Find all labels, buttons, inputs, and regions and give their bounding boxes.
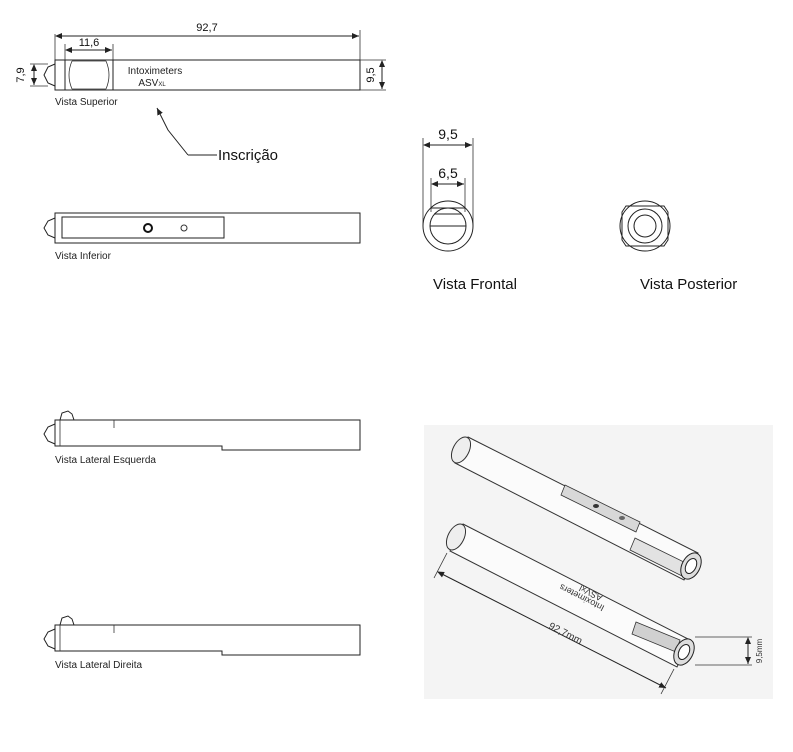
dimension-left-height: 7,9: [15, 67, 27, 82]
caption-vista-superior: Vista Superior: [55, 97, 118, 108]
dimension-right-height: 9,5: [365, 67, 377, 82]
view-lateral-esquerda: Vista Lateral Esquerda: [43, 410, 361, 466]
caption-vista-posterior: Vista Posterior: [640, 276, 737, 293]
upper-tube: [450, 436, 702, 581]
view-lateral-direita: Vista Lateral Direita: [43, 615, 361, 671]
posterior-inner-circle: [633, 214, 657, 238]
dimension-frontal-inner: 6,5: [438, 165, 458, 181]
frontal-outer-circle: [422, 200, 474, 252]
caption-vista-lateral-esquerda: Vista Lateral Esquerda: [55, 455, 156, 466]
tube-tip: [43, 63, 56, 87]
tube-body-top: [54, 59, 361, 91]
inscription-callout-arrow: [156, 107, 189, 156]
caption-vista-frontal: Vista Frontal: [433, 276, 517, 293]
hole-large: [143, 223, 153, 233]
view-inferior: Vista Inferior: [43, 212, 361, 262]
photo-diameter-label: 9,5mm: [755, 638, 764, 663]
posterior-outer-circle: [619, 200, 671, 252]
view-superior: 92,7 11,6 Intoximeters ASVXL 7,9 9,5 Vis…: [15, 22, 386, 164]
caption-vista-lateral-direita: Vista Lateral Direita: [55, 660, 143, 671]
inscription-callout-label: Inscrição: [218, 147, 278, 164]
hole-small: [180, 224, 188, 232]
tube-body-left: [54, 419, 361, 451]
isometric-photo: Intoximeters ASVxl 92,7mm 9,5mm: [424, 425, 773, 699]
dimension-length-label: 92,7: [196, 22, 217, 34]
caption-vista-inferior: Vista Inferior: [55, 251, 112, 262]
inscription-suffix: XL: [158, 82, 166, 88]
tube-body-right: [54, 624, 361, 656]
view-frontal: 9,5 6,5 Vista Frontal: [422, 126, 517, 293]
tube-body-bottom: [54, 212, 361, 244]
photo-length-line: [437, 571, 667, 689]
inscription-line2: ASV: [138, 78, 158, 89]
dimension-window-label: 11,6: [79, 37, 100, 49]
dimension-frontal-outer: 9,5: [438, 126, 458, 142]
inscription-line1: Intoximeters: [128, 66, 182, 77]
view-posterior: Vista Posterior: [619, 200, 737, 293]
svg-text:ASVXL: ASVXL: [138, 78, 166, 89]
